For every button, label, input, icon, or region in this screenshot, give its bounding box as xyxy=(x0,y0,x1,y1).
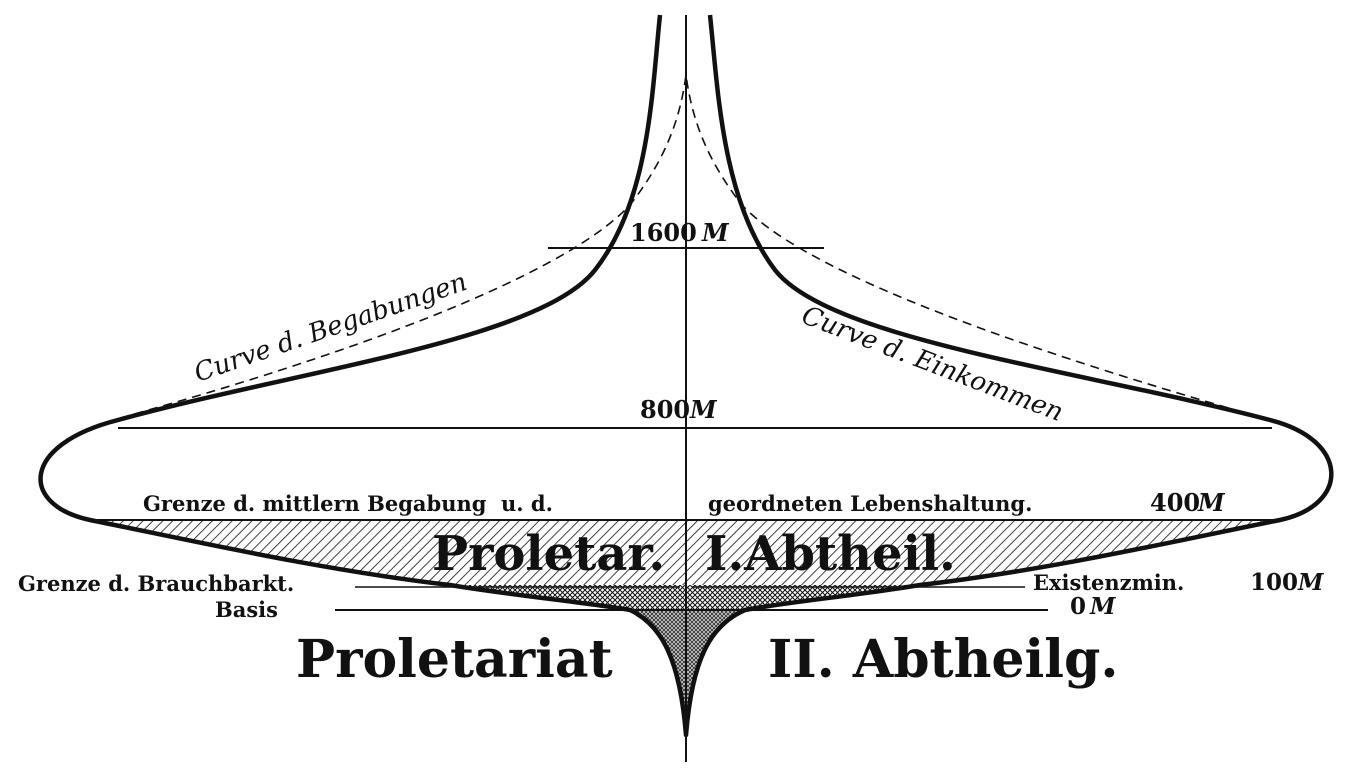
proletariat-second-right-label: II. Abtheilg. xyxy=(768,629,1118,690)
subsistence-minimum-label: Existenzmin. xyxy=(1033,570,1184,595)
basis-label: Basis xyxy=(215,597,278,622)
proletariat-first-right-label: I.Abtheil. xyxy=(705,526,956,582)
income-curve xyxy=(38,14,1334,738)
level-label-800: 800 xyxy=(640,395,690,424)
usability-limit-label: Grenze d. Brauchbarkt. xyxy=(18,571,294,596)
proletariat-first-left-label: Proletar. xyxy=(432,526,665,582)
level-label-100: 100 xyxy=(1250,569,1298,596)
proletariat-second-left-label: Proletariat xyxy=(296,629,613,690)
mark-unit-400: M xyxy=(1197,488,1226,517)
mark-unit-800: M xyxy=(689,395,718,424)
mark-unit-0: M xyxy=(1089,593,1117,620)
mark-unit-100: M xyxy=(1297,569,1325,596)
level-label-0: 0 xyxy=(1070,593,1086,620)
talent-limit-label-right: geordneten Lebenshaltung. xyxy=(708,491,1032,516)
level-label-1600: 1600 xyxy=(630,218,697,247)
talent-limit-label-left: Grenze d. mittlern Begabung u. d. xyxy=(143,491,553,516)
level-label-400: 400 xyxy=(1150,488,1200,517)
mark-unit-1600: M xyxy=(701,218,730,247)
